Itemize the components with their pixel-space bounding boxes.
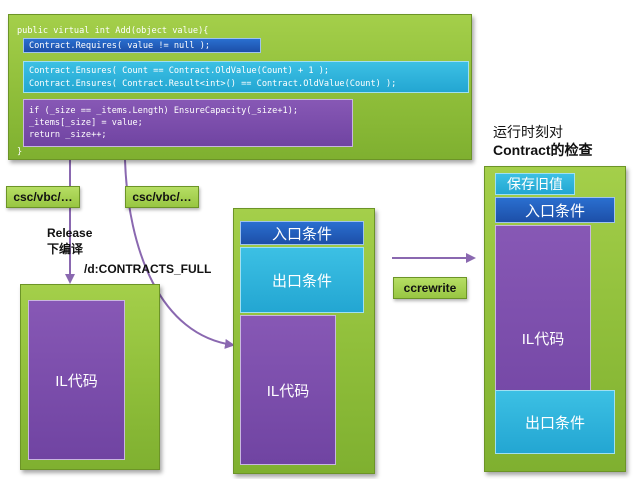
code-closing-brace: } [17, 147, 23, 157]
ensures-line-1: Contract.Ensures( Count == Contract.OldV… [29, 66, 330, 76]
release-il-block: IL代码 [28, 300, 125, 460]
ccrewrite-tag: ccrewrite [393, 277, 467, 299]
save-old-value-block: 保存旧值 [495, 173, 575, 195]
compiler-tag-release: csc/vbc/… [6, 186, 80, 208]
code-signature: public virtual int Add(object value){ [17, 26, 209, 36]
full-il-block: IL代码 [240, 315, 336, 465]
ensures-line-2: Contract.Ensures( Contract.Result<int>()… [29, 79, 397, 89]
body-line-3: return _size++; [29, 130, 107, 140]
release-note-line2: 下编译 [47, 242, 84, 256]
full-exit-block: 出口条件 [240, 247, 364, 313]
release-note-line1: Release [47, 226, 93, 240]
runtime-title-line2: Contract的检查 [493, 142, 593, 158]
body-line-2: _items[_size] = value; [29, 118, 143, 128]
compiler-tag-full: csc/vbc/… [125, 186, 199, 208]
body-line-1: if (_size == _items.Length) EnsureCapaci… [29, 106, 299, 116]
rewritten-panel: 保存旧值 入口条件 IL代码 出口条件 [484, 166, 626, 472]
full-build-panel: 入口条件 出口条件 IL代码 [233, 208, 375, 474]
runtime-title-line1: 运行时刻对 [493, 124, 563, 140]
release-build-panel: IL代码 [20, 284, 160, 470]
full-entry-block: 入口条件 [240, 221, 364, 245]
contracts-full-flag: /d:CONTRACTS_FULL [84, 262, 212, 276]
requires-block: Contract.Requires( value != null ); [23, 38, 261, 53]
rewritten-entry-block: 入口条件 [495, 197, 615, 223]
ensures-block: Contract.Ensures( Count == Contract.OldV… [23, 61, 469, 93]
source-code-panel: public virtual int Add(object value){ Co… [8, 14, 472, 160]
rewritten-exit-block: 出口条件 [495, 390, 615, 454]
requires-line: Contract.Requires( value != null ); [29, 41, 211, 51]
method-body-block: if (_size == _items.Length) EnsureCapaci… [23, 99, 353, 147]
